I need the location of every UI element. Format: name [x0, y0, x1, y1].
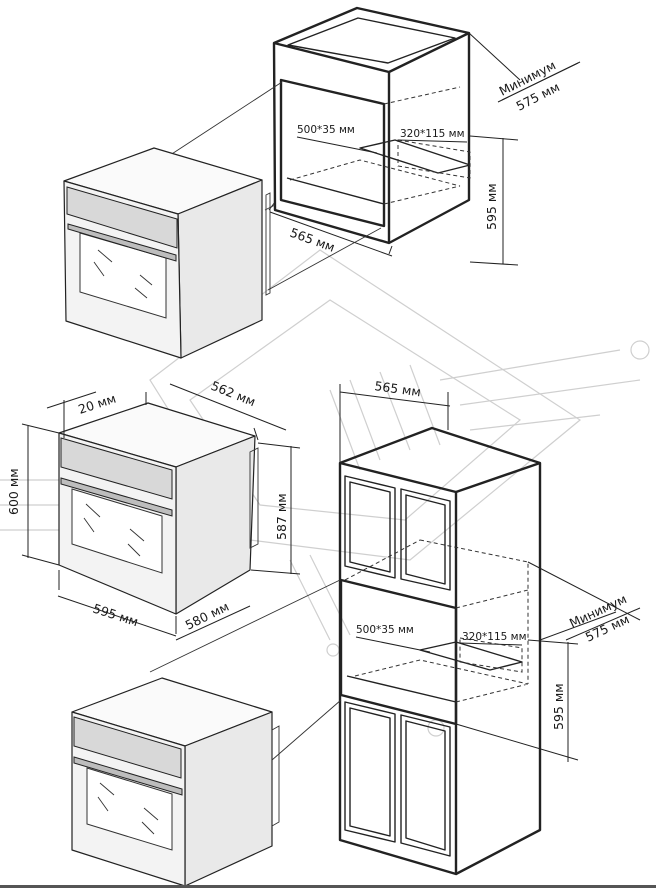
label-20: 20 мм [76, 391, 117, 417]
tall-column-cabinet [338, 426, 542, 876]
label-587: 587 мм [274, 493, 289, 540]
label-320-col: 320*115 мм [462, 631, 527, 643]
label-595-col: 595 мм [551, 683, 566, 730]
label-500-top: 500*35 мм [297, 124, 355, 136]
label-562: 562 мм [209, 378, 258, 409]
label-565-top: 565 мм [288, 225, 337, 255]
oven-dimensioned [58, 402, 259, 615]
label-500-col: 500*35 мм [356, 624, 414, 636]
label-320-top: 320*115 мм [400, 128, 465, 140]
label-595-oven: 595 мм [91, 601, 140, 630]
bottom-border [0, 885, 656, 888]
top-cabinet [272, 6, 471, 245]
oven-top-illustration [63, 147, 271, 359]
label-595-top: 595 мм [484, 183, 499, 230]
label-600: 600 мм [6, 468, 21, 515]
label-565-col: 565 мм [374, 378, 422, 399]
oven-bottom-illustration [71, 677, 280, 887]
